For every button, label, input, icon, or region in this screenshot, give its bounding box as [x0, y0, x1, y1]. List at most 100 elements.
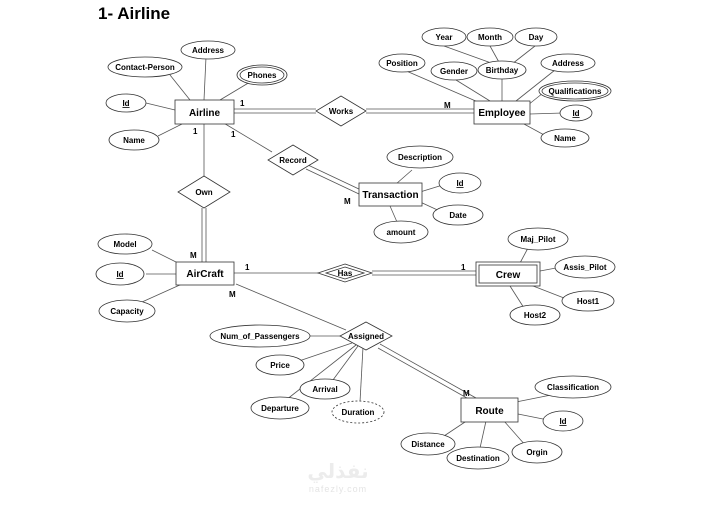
- attr-transaction-id: Id: [438, 172, 482, 194]
- line-ac-capacity: [141, 283, 183, 303]
- attr-route-distance: Distance: [400, 432, 456, 456]
- attr-employee-day: Day: [514, 27, 558, 47]
- card-assigned-route: M: [463, 389, 470, 398]
- relationship-record-label: Record: [279, 156, 307, 165]
- svg-text:Model: Model: [113, 240, 136, 249]
- line-tx-description: [395, 169, 413, 185]
- svg-text:Description: Description: [398, 153, 442, 162]
- line-record-airline: [221, 121, 273, 153]
- svg-text:Year: Year: [436, 33, 453, 42]
- svg-text:Position: Position: [386, 59, 418, 68]
- line-as-departure: [285, 344, 357, 401]
- entity-route: Route: [460, 397, 519, 423]
- entity-aircraft-label: AirCraft: [186, 269, 224, 280]
- svg-text:Id: Id: [572, 109, 579, 118]
- watermark: نفذلي nafezly.com: [307, 459, 368, 494]
- line-emp-gender: [455, 79, 491, 102]
- attr-assigned-arrival: Arrival: [299, 378, 351, 400]
- card-own-airline: 1: [193, 127, 198, 136]
- attr-airline-id: Id: [105, 93, 147, 113]
- attr-employee-address: Address: [540, 53, 596, 73]
- line-emp-name: [523, 123, 547, 137]
- attr-route-destination: Destination: [446, 446, 510, 470]
- attr-airline-contact-person: Contact-Person: [107, 56, 183, 78]
- svg-text:Num_of_Passengers: Num_of_Passengers: [220, 332, 300, 341]
- attr-employee-birthday: Birthday: [477, 60, 527, 80]
- svg-text:Destination: Destination: [456, 454, 500, 463]
- line-assigned-aircraft: [235, 283, 347, 331]
- card-own-aircraft: M: [190, 251, 197, 260]
- svg-text:Name: Name: [554, 134, 576, 143]
- line-emp-qualifications: [527, 92, 544, 106]
- attr-employee-name: Name: [540, 128, 590, 148]
- svg-text:Birthday: Birthday: [486, 66, 519, 75]
- line-record-transaction-a: [307, 164, 362, 191]
- attr-airline-address: Address: [180, 40, 236, 60]
- card-record-airline: 1: [231, 130, 236, 139]
- line-crew-majpilot: [519, 247, 529, 264]
- relationship-has: Has: [316, 263, 374, 283]
- attr-airline-name: Name: [108, 129, 160, 151]
- attr-route-classification: Classification: [534, 375, 612, 399]
- svg-text:Month: Month: [478, 33, 502, 42]
- relationship-works: Works: [315, 95, 367, 127]
- line-record-transaction-b: [305, 168, 360, 195]
- entity-aircraft: AirCraft: [175, 261, 235, 286]
- line-emp-year: [443, 45, 495, 65]
- watermark-arabic: نفذلي: [307, 459, 368, 484]
- line-emp-position: [403, 69, 479, 103]
- relationship-has-label: Has: [338, 269, 353, 278]
- attr-employee-position: Position: [378, 53, 426, 73]
- card-has-crew: 1: [461, 263, 466, 272]
- cardinalities: 1 M 1 M 1 M 1 1 M M: [190, 99, 470, 398]
- line-tx-amount: [389, 205, 398, 223]
- line-route-orgin: [503, 420, 527, 447]
- svg-text:Departure: Departure: [261, 404, 299, 413]
- svg-text:Duration: Duration: [342, 408, 375, 417]
- line-as-duration: [359, 346, 364, 403]
- page-title: 1- Airline: [98, 4, 171, 23]
- attr-crew-host2: Host2: [509, 304, 561, 326]
- card-has-aircraft: 1: [245, 263, 250, 272]
- svg-text:Id: Id: [116, 270, 123, 279]
- attr-transaction-date: Date: [432, 204, 484, 226]
- svg-text:Capacity: Capacity: [110, 307, 144, 316]
- svg-text:Contact-Person: Contact-Person: [115, 63, 175, 72]
- line-ac-model: [151, 249, 181, 265]
- attr-route-orgin: Orgin: [511, 440, 563, 464]
- attr-employee-month: Month: [466, 27, 514, 47]
- line-airline-phones: [219, 81, 251, 101]
- card-record-transaction: M: [344, 197, 351, 206]
- line-airline-contact: [169, 74, 191, 101]
- entity-airline: Airline: [174, 99, 235, 125]
- attr-aircraft-model: Model: [97, 233, 153, 255]
- card-works-employee: M: [444, 101, 451, 110]
- attr-transaction-description: Description: [386, 145, 454, 169]
- svg-text:Classification: Classification: [547, 383, 599, 392]
- line-emp-address: [515, 69, 556, 102]
- svg-text:Maj_Pilot: Maj_Pilot: [520, 235, 555, 244]
- attr-assigned-price: Price: [255, 354, 305, 376]
- relationship-assigned: Assigned: [339, 321, 393, 351]
- attr-aircraft-id: Id: [95, 262, 145, 286]
- line-airline-name: [157, 123, 183, 137]
- entity-employee-label: Employee: [478, 108, 526, 119]
- svg-text:Address: Address: [552, 59, 585, 68]
- svg-text:Qualifications: Qualifications: [549, 87, 602, 96]
- svg-text:Name: Name: [123, 136, 145, 145]
- relationship-assigned-label: Assigned: [348, 332, 384, 341]
- attr-assigned-duration: Duration: [331, 400, 385, 424]
- attr-employee-qualifications: Qualifications: [538, 80, 612, 102]
- card-works-airline: 1: [240, 99, 245, 108]
- svg-text:Assis_Pilot: Assis_Pilot: [563, 263, 606, 272]
- svg-text:Id: Id: [456, 179, 463, 188]
- line-airline-address: [203, 56, 207, 101]
- line-airline-id: [145, 102, 176, 111]
- svg-text:Day: Day: [529, 33, 544, 42]
- attr-employee-year: Year: [421, 27, 467, 47]
- svg-text:Date: Date: [449, 211, 467, 220]
- attr-route-id: Id: [542, 410, 584, 432]
- line-assigned-route-b: [377, 347, 475, 403]
- svg-text:Host1: Host1: [577, 297, 600, 306]
- line-as-arrival: [329, 345, 359, 385]
